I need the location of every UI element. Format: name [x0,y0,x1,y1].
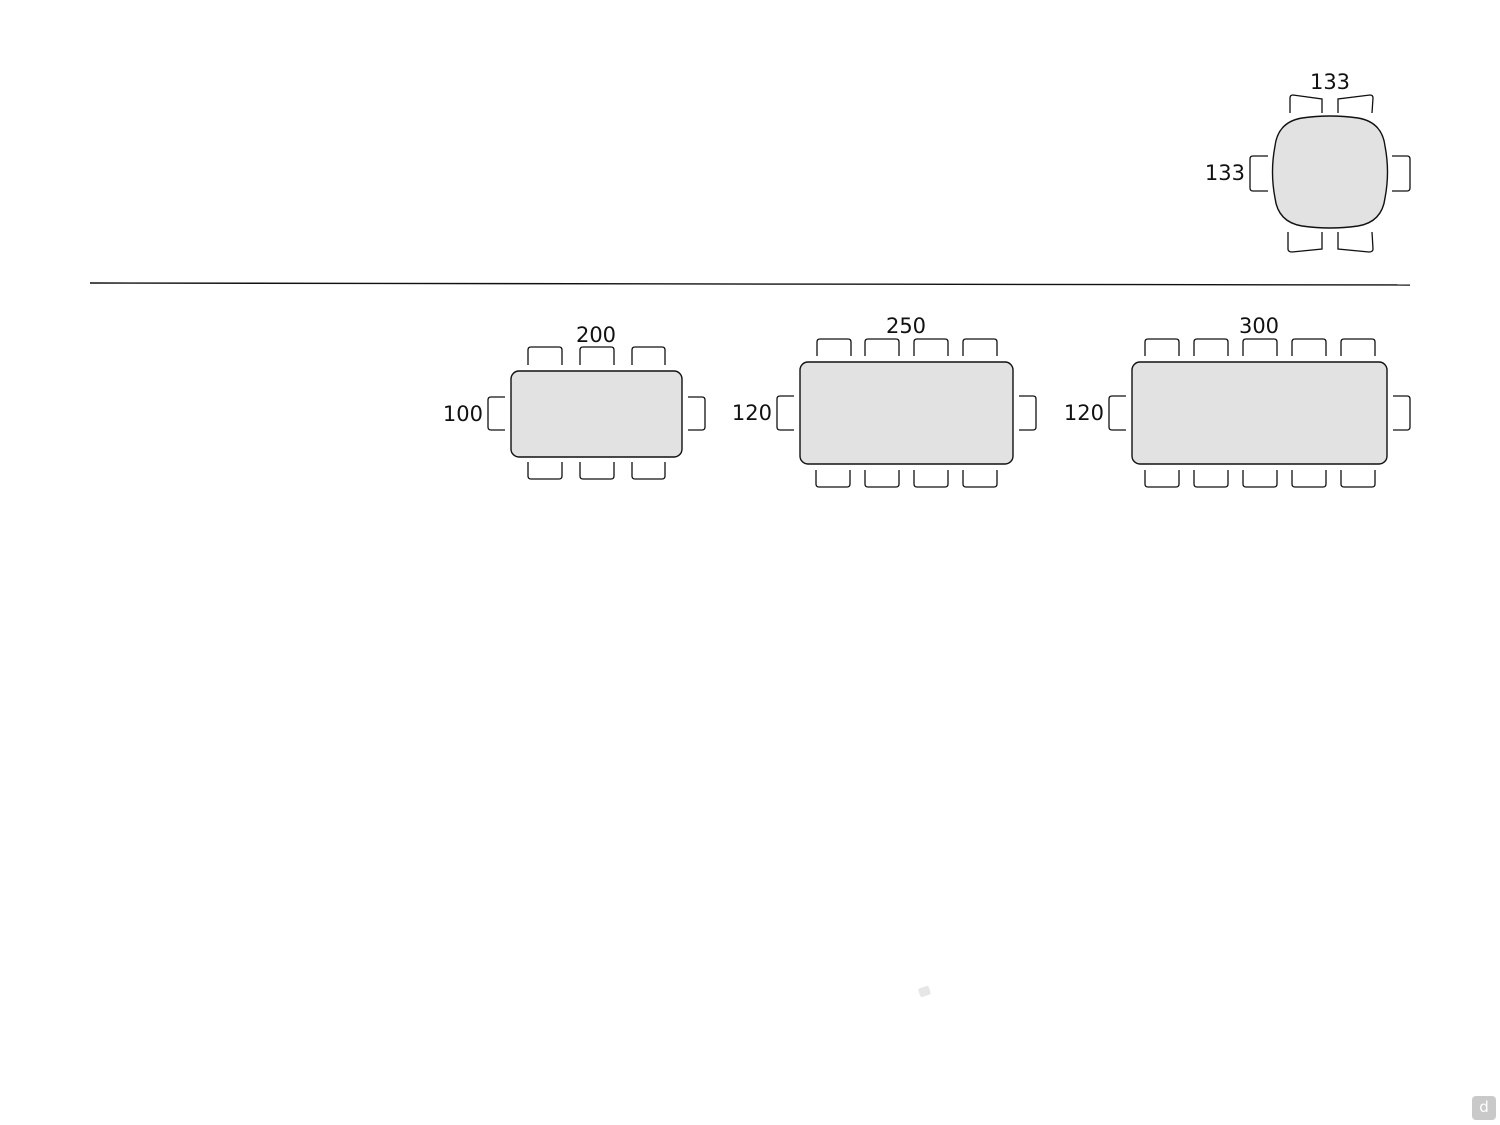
chair-top-4 [1291,338,1327,356]
width-label: 300 [1239,314,1279,338]
chair-top-1 [527,346,563,365]
depth-label: 120 [732,401,772,425]
chair-bottom-1 [815,470,851,488]
chair-bottom-4 [1291,470,1327,488]
chair-left [487,396,505,431]
chair-bottom-2 [1193,470,1229,488]
chair-right [1019,395,1037,431]
chair-top-5 [1340,338,1376,356]
table-top [799,361,1014,465]
chair-top-4 [962,338,998,356]
chair-bottom-5 [1340,470,1376,488]
chair-bottom-3 [631,462,666,480]
section-divider [89,282,1411,286]
table-square-133: 133 133 [1205,70,1411,253]
table-top [510,370,683,458]
chair-top-3 [1242,338,1278,356]
chair-bottom-3 [1242,470,1278,488]
chair-bottom-4 [962,470,998,488]
d-logo-icon: d [1472,1096,1496,1120]
depth-label: 133 [1205,161,1245,185]
chair-top-2 [864,338,900,356]
width-label: 250 [886,314,926,338]
table-rect-250: 250 120 [732,314,1037,488]
chair-left [1108,395,1126,431]
chair-bottom-1 [1287,232,1323,253]
depth-label: 100 [443,402,483,426]
chair-left [776,395,794,431]
chair-top-2 [579,346,615,365]
chair-top-1 [816,338,852,356]
chair-top-1 [1289,94,1323,113]
table-rect-300: 300 120 [1064,314,1411,488]
chair-right [1393,395,1411,431]
chair-bottom-3 [913,470,949,488]
table-rect-200: 200 100 [443,323,706,480]
chair-top-3 [913,338,949,356]
table-top [1131,361,1388,465]
width-label: 200 [576,323,616,347]
chair-right [688,396,706,431]
chair-top-2 [1337,94,1374,114]
chair-top-3 [631,346,666,365]
chair-bottom-1 [1144,470,1180,488]
depth-label: 120 [1064,401,1104,425]
chair-top-2 [1193,338,1229,356]
chair-right [1392,155,1411,192]
chair-left [1249,155,1268,192]
chair-top-1 [1144,338,1180,356]
chair-bottom-2 [864,470,900,488]
chair-bottom-1 [527,462,563,480]
table-top [1271,115,1389,229]
chair-bottom-2 [1337,231,1374,253]
width-label: 133 [1310,70,1350,94]
chair-bottom-2 [579,462,615,480]
